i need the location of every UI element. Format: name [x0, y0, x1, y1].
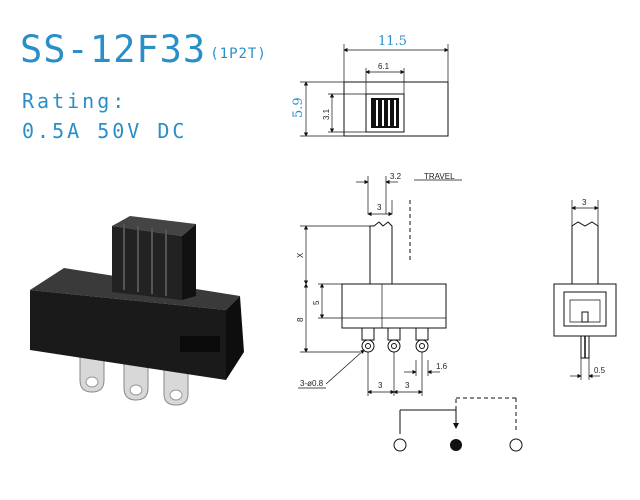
pin-hole-dim: 3-ø0.8: [300, 379, 324, 388]
pin-length-dim: 1.6: [436, 362, 448, 371]
terminal-right: [509, 438, 523, 452]
terminal-common: [450, 439, 462, 451]
total-height-dim: 8: [296, 317, 305, 322]
model-number: SS-12F33: [20, 28, 207, 71]
rating-label: Rating:: [22, 89, 128, 113]
slot-height-dim: 3.1: [322, 108, 331, 120]
top-view: 11.5 6.1 5.9 3.1: [291, 34, 449, 137]
pin-thickness-dim: 0.5: [594, 366, 606, 375]
pin-pitch-right: 3: [405, 381, 410, 390]
pole-config: (1P2T): [210, 46, 267, 62]
solder-lugs: [79, 352, 189, 406]
actuator-height-dim: X: [296, 252, 305, 258]
switch-schematic: [393, 397, 523, 452]
width-dim: 11.5: [378, 34, 407, 49]
travel-label: TRAVEL: [424, 172, 455, 181]
side-actuator-dim: 3: [582, 198, 587, 207]
terminal-left: [393, 438, 407, 452]
rating-block: Rating: 0.5A 50V DC: [22, 86, 187, 146]
travel-value: 3.2: [390, 172, 402, 181]
rating-value: 0.5A 50V DC: [22, 119, 188, 143]
side-view: 3 0.5: [553, 198, 617, 380]
height-dim: 5.9: [291, 97, 306, 118]
pin-pitch-left: 3: [378, 381, 383, 390]
front-view: 3.2 TRAVEL 3 X 5 8: [296, 172, 462, 396]
product-title: SS-12F33(1P2T): [20, 30, 267, 74]
switch-photo: [30, 216, 244, 406]
actuator-width-dim: 3: [377, 203, 382, 212]
slot-width-dim: 6.1: [378, 62, 390, 71]
front-pins: [361, 328, 429, 353]
body-height-dim: 5: [312, 300, 321, 305]
